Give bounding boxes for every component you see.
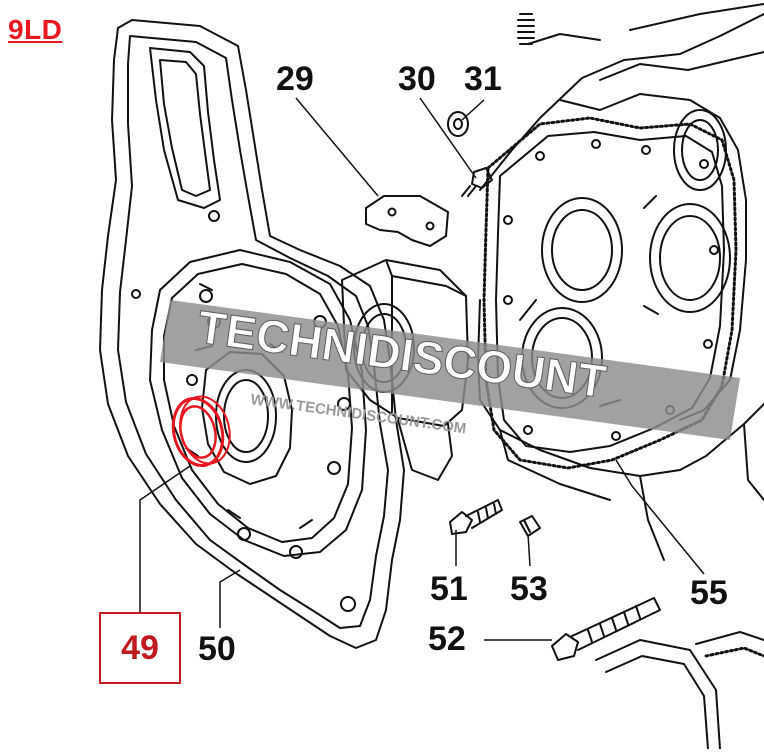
callout-31: 31: [464, 60, 502, 98]
callout-55: 55: [690, 574, 728, 612]
callout-53: 53: [510, 570, 548, 608]
callout-51: 51: [430, 570, 468, 608]
lower-right-cover: [595, 631, 764, 750]
callout-50: 50: [198, 630, 236, 668]
bolt-51: [449, 499, 503, 535]
leader-lines: [139, 97, 705, 641]
spring-part: [517, 13, 535, 45]
bracket-29: [365, 195, 449, 247]
bolt-52: [551, 597, 661, 661]
callout-30: 30: [398, 60, 436, 98]
callout-52: 52: [428, 620, 466, 658]
model-code: 9LD: [8, 14, 63, 45]
highlighted-part-box: 49: [99, 612, 181, 684]
watermark: TECHNIDISCOUNT WWW.TECHNIDISCOUNT.COM: [160, 300, 740, 440]
screw-30: [461, 167, 493, 197]
engine-block: [477, 3, 764, 561]
pin-53: [519, 515, 541, 537]
washer-31: [447, 111, 469, 137]
callout-49: 49: [121, 628, 159, 667]
callout-29: 29: [276, 60, 314, 98]
oil-seal-ring-49: [171, 395, 231, 467]
